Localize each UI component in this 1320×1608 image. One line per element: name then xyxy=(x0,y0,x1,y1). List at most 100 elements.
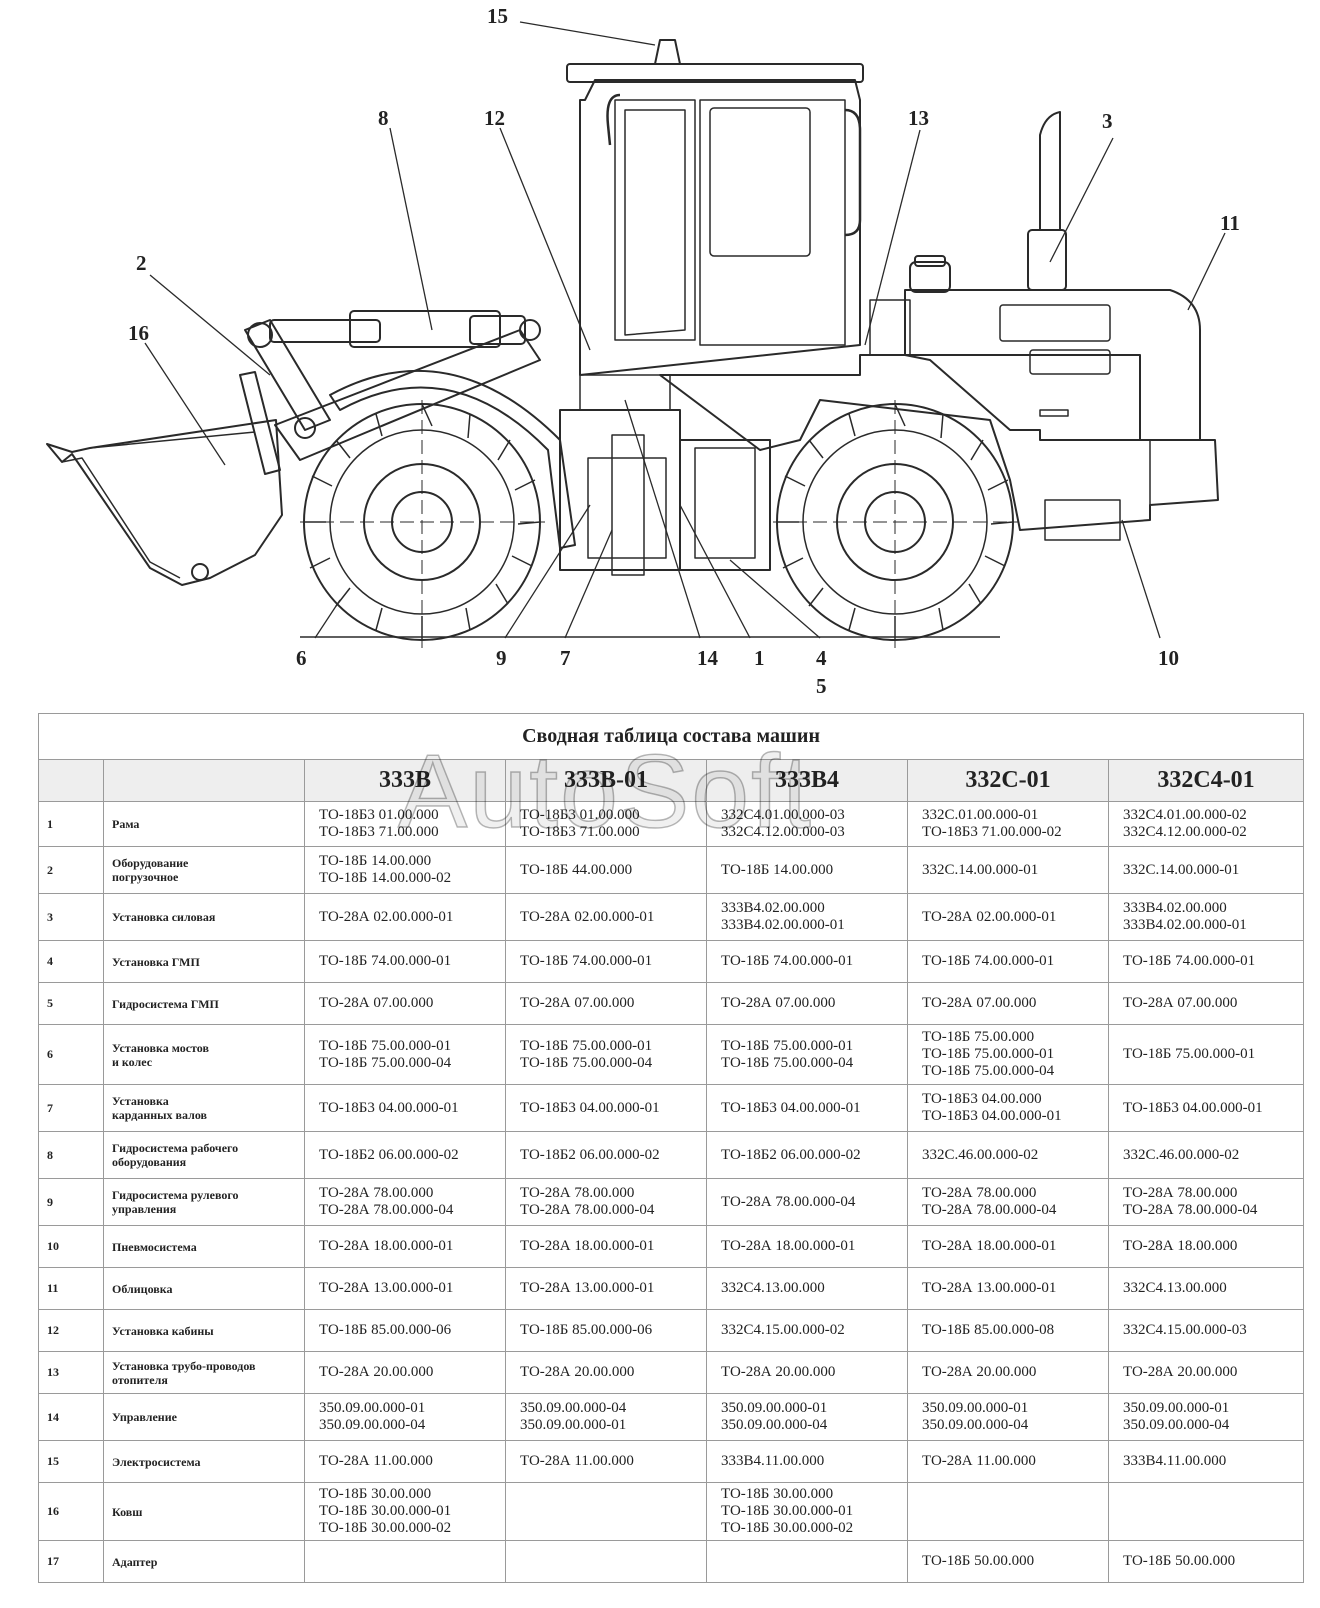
part-code-cell: ТО-28А 11.00.000 xyxy=(505,1440,707,1483)
header-empty-name xyxy=(103,759,305,802)
part-code-cell: ТО-18Б 30.00.000 ТО-18Б 30.00.000-01 ТО-… xyxy=(706,1482,908,1541)
row-number: 5 xyxy=(38,982,104,1025)
part-code-cell: ТО-18Б 74.00.000-01 xyxy=(505,940,707,983)
part-code-cell: 350.09.00.000-01 350.09.00.000-04 xyxy=(706,1393,908,1441)
assembly-name: Установка трубо-проводов отопителя xyxy=(103,1351,305,1394)
part-code-cell: ТО-18Б3 04.00.000-01 xyxy=(505,1084,707,1132)
part-code-cell: ТО-18Б3 01.00.000 ТО-18Б3 71.00.000 xyxy=(505,801,707,847)
part-code-cell: 332С4.15.00.000-03 xyxy=(1107,1309,1305,1352)
assembly-name: Адаптер xyxy=(103,1540,305,1583)
row-number: 12 xyxy=(38,1309,104,1352)
part-code-cell: 333В4.02.00.000 333В4.02.00.000-01 xyxy=(1107,893,1305,941)
part-code-cell: ТО-28А 20.00.000 xyxy=(706,1351,908,1394)
part-code-cell: 350.09.00.000-01 350.09.00.000-04 xyxy=(907,1393,1109,1441)
part-code-cell: ТО-18Б 75.00.000-01 ТО-18Б 75.00.000-04 xyxy=(304,1024,506,1085)
part-code-cell: ТО-28А 78.00.000 ТО-28А 78.00.000-04 xyxy=(505,1178,707,1226)
callout-9: 9 xyxy=(496,646,507,670)
callout-5: 5 xyxy=(816,674,827,698)
part-code-cell: ТО-18Б 50.00.000 xyxy=(1107,1540,1305,1583)
part-code-cell: 332С4.13.00.000 xyxy=(1107,1267,1305,1310)
part-code-cell: 332С.14.00.000-01 xyxy=(1107,846,1305,894)
row-number: 10 xyxy=(38,1225,104,1268)
row-number: 3 xyxy=(38,893,104,941)
part-code-cell: ТО-28А 18.00.000-01 xyxy=(505,1225,707,1268)
assembly-name: Установка ГМП xyxy=(103,940,305,983)
assembly-name: Облицовка xyxy=(103,1267,305,1310)
part-code-cell: ТО-18Б 74.00.000-01 xyxy=(706,940,908,983)
callout-1: 1 xyxy=(754,646,765,670)
part-code-cell: ТО-28А 02.00.000-01 xyxy=(505,893,707,941)
row-number: 13 xyxy=(38,1351,104,1394)
part-code-cell: ТО-18Б3 04.00.000-01 xyxy=(706,1084,908,1132)
header-empty-num xyxy=(38,759,104,802)
row-number: 17 xyxy=(38,1540,104,1583)
part-code-cell: 332С.46.00.000-02 xyxy=(1107,1131,1305,1179)
part-code-cell: 350.09.00.000-01 350.09.00.000-04 xyxy=(304,1393,506,1441)
row-number: 6 xyxy=(38,1024,104,1085)
part-code-cell: ТО-28А 78.00.000 ТО-28А 78.00.000-04 xyxy=(1107,1178,1305,1226)
assembly-name: Установка силовая xyxy=(103,893,305,941)
column-header: 333В xyxy=(304,759,506,802)
part-code-cell: ТО-28А 78.00.000 ТО-28А 78.00.000-04 xyxy=(907,1178,1109,1226)
part-code-cell: ТО-18Б 14.00.000 ТО-18Б 14.00.000-02 xyxy=(304,846,506,894)
row-number: 15 xyxy=(38,1440,104,1483)
part-code-cell: 350.09.00.000-01 350.09.00.000-04 xyxy=(1107,1393,1305,1441)
row-number: 7 xyxy=(38,1084,104,1132)
part-code-cell: ТО-28А 20.00.000 xyxy=(505,1351,707,1394)
assembly-name: Установка карданных валов xyxy=(103,1084,305,1132)
table-title: Сводная таблица состава машин xyxy=(37,713,1305,760)
column-header: 333В-01 xyxy=(505,759,707,802)
part-code-cell: ТО-18Б 85.00.000-06 xyxy=(304,1309,506,1352)
row-number: 2 xyxy=(38,846,104,894)
part-code-cell xyxy=(907,1482,1109,1541)
part-code-cell xyxy=(706,1540,908,1583)
part-code-cell: 332С4.15.00.000-02 xyxy=(706,1309,908,1352)
part-code-cell: ТО-18Б 74.00.000-01 xyxy=(1107,940,1305,983)
part-code-cell: ТО-18Б3 04.00.000-01 xyxy=(304,1084,506,1132)
part-code-cell: ТО-28А 13.00.000-01 xyxy=(505,1267,707,1310)
part-code-cell: ТО-18Б 50.00.000 xyxy=(907,1540,1109,1583)
part-code-cell: ТО-28А 02.00.000-01 xyxy=(304,893,506,941)
callout-14: 14 xyxy=(697,646,719,670)
assembly-name: Управление xyxy=(103,1393,305,1441)
part-code-cell: ТО-28А 18.00.000-01 xyxy=(907,1225,1109,1268)
part-code-cell: 333В4.02.00.000 333В4.02.00.000-01 xyxy=(706,893,908,941)
part-code-cell: ТО-18Б2 06.00.000-02 xyxy=(706,1131,908,1179)
row-number: 8 xyxy=(38,1131,104,1179)
assembly-name: Установка мостов и колес xyxy=(103,1024,305,1085)
part-code-cell: ТО-28А 02.00.000-01 xyxy=(907,893,1109,941)
callout-7: 7 xyxy=(560,646,571,670)
part-code-cell: ТО-28А 07.00.000 xyxy=(505,982,707,1025)
assembly-name: Установка кабины xyxy=(103,1309,305,1352)
assembly-name: Ковш xyxy=(103,1482,305,1541)
column-header: 333В4 xyxy=(706,759,908,802)
part-code-cell: ТО-28А 78.00.000 ТО-28А 78.00.000-04 xyxy=(304,1178,506,1226)
part-code-cell: ТО-28А 18.00.000-01 xyxy=(304,1225,506,1268)
part-code-cell: 332С4.13.00.000 xyxy=(706,1267,908,1310)
part-code-cell: 333В4.11.00.000 xyxy=(706,1440,908,1483)
assembly-name: Пневмосистема xyxy=(103,1225,305,1268)
part-code-cell: ТО-28А 20.00.000 xyxy=(304,1351,506,1394)
part-code-cell: ТО-18Б 74.00.000-01 xyxy=(304,940,506,983)
row-number: 1 xyxy=(38,801,104,847)
table-header-row: 333В 333В-01 333В4 332С-01 332С4-01 xyxy=(38,759,1305,802)
part-code-cell: ТО-28А 07.00.000 xyxy=(304,982,506,1025)
part-code-cell: ТО-18Б 75.00.000-01 ТО-18Б 75.00.000-04 xyxy=(505,1024,707,1085)
assembly-name: Оборудование погрузочное xyxy=(103,846,305,894)
callout-2: 2 xyxy=(136,251,147,275)
part-code-cell: ТО-18Б 85.00.000-08 xyxy=(907,1309,1109,1352)
part-code-cell xyxy=(1107,1482,1305,1541)
part-code-cell: ТО-18Б 14.00.000 xyxy=(706,846,908,894)
part-code-cell xyxy=(505,1540,707,1583)
row-number: 14 xyxy=(38,1393,104,1441)
callout-4: 4 xyxy=(816,646,827,670)
row-number: 11 xyxy=(38,1267,104,1310)
part-code-cell: ТО-18Б 85.00.000-06 xyxy=(505,1309,707,1352)
part-code-cell: ТО-18Б 30.00.000 ТО-18Б 30.00.000-01 ТО-… xyxy=(304,1482,506,1541)
callout-16: 16 xyxy=(128,321,149,345)
part-code-cell xyxy=(505,1482,707,1541)
